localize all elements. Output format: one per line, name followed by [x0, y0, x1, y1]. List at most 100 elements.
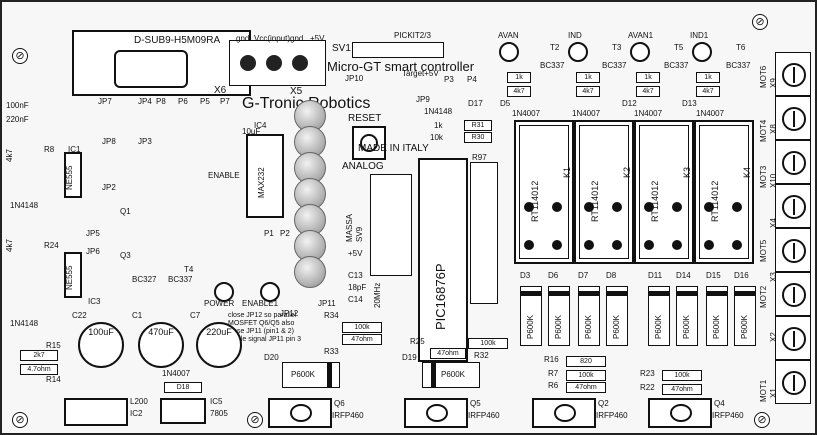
dsub-connector: D-SUB9-H5M09RA X6 [72, 30, 251, 96]
c22-cap: 100uF [78, 322, 124, 368]
terminal-8[interactable] [775, 360, 811, 404]
mosfet-q4 [648, 398, 712, 428]
analog-header [370, 174, 412, 276]
relay-k1-part: RT114012 [530, 180, 540, 222]
d17-label: D17 [468, 99, 483, 108]
p600k-3-label: P600K [584, 314, 593, 339]
bc337-4: BC337 [726, 61, 751, 70]
q2-part: IRFP460 [596, 411, 628, 420]
ne555-a-label: NE555 [65, 165, 74, 190]
d20-ref: D20 [264, 353, 279, 362]
q6-ref: Q6 [334, 399, 345, 408]
diode-top-3: 1N4007 [634, 109, 663, 118]
p600k-1-label: P600K [526, 314, 535, 339]
max232-label: MAX232 [257, 167, 266, 198]
massa-label: MASSA [345, 213, 354, 242]
jp4-label: JP4 [138, 97, 152, 106]
mount-hole-br: ⊘ [754, 412, 770, 428]
d9-part: 1N4148 [10, 319, 39, 328]
r24-4k7: 4k7 [5, 239, 14, 252]
sv1-header [352, 42, 444, 58]
cap18pf-label: 18pF [348, 283, 367, 292]
d18-ref: D18 [176, 384, 190, 391]
res-top-7: 1k [696, 72, 720, 83]
analog-label: ANALOG [342, 161, 384, 172]
terminal-1[interactable] [775, 52, 811, 96]
pic-mcu: PIC16876P [418, 158, 468, 362]
r15: 2k7 [20, 350, 58, 361]
p3-label: P3 [444, 75, 454, 84]
jp11-label: JP11 [318, 299, 336, 308]
r16: 820 [566, 356, 606, 367]
terminal-6[interactable] [775, 272, 811, 316]
board-title: Micro-GT smart controller [327, 59, 475, 74]
r31-ref: R31 [471, 122, 485, 129]
r6-val: 47ohm [575, 384, 597, 391]
terminal-x4: X4 [769, 218, 778, 228]
mosfet-q2 [532, 398, 596, 428]
led-7 [294, 256, 326, 288]
r24-ref: R24 [44, 241, 59, 250]
led-label-avan1: AVAN1 [628, 31, 654, 40]
led-label-ind1: IND1 [690, 31, 709, 40]
c13-label: C13 [348, 271, 363, 280]
res-top-6: 4k7 [636, 86, 660, 97]
r7-val: 100k [578, 372, 594, 379]
p600k-4: P600K [606, 286, 628, 346]
r16-val: 820 [580, 358, 592, 365]
terminal-4[interactable] [775, 184, 811, 228]
reset-button[interactable] [352, 126, 386, 160]
d1-part: 1N4148 [10, 201, 39, 210]
enable1-label: ENABLE1 [242, 299, 279, 308]
power-led [214, 282, 234, 302]
diode-top-2: 1N4007 [572, 109, 601, 118]
res-top-5: 1k [636, 72, 660, 83]
terminal-x2: X2 [769, 332, 778, 342]
r25: 47ohm [430, 348, 466, 359]
r25-ref: R25 [410, 337, 425, 346]
7805-part: 7805 [210, 409, 228, 418]
mount-hole-tl: ⊘ [12, 48, 28, 64]
jp3-label: JP3 [138, 137, 152, 146]
r30: R30 [464, 132, 492, 143]
relay-k3: RT114012 K3 [634, 120, 694, 264]
c22-ref: C22 [72, 311, 87, 320]
c14-label: C14 [348, 295, 363, 304]
p600k-5: P600K [648, 286, 670, 346]
d5-label: D5 [500, 99, 511, 108]
jp12-label: JP12 [280, 309, 299, 318]
terminal-2[interactable] [775, 96, 811, 140]
q4-part: IRFP460 [712, 411, 744, 420]
r23-val: 100k [674, 372, 690, 379]
r14-ref: R14 [46, 375, 61, 384]
r32-val: 100k [480, 340, 496, 347]
t5-label: T5 [674, 43, 684, 52]
bd-ref-8: D16 [734, 271, 749, 280]
terminal-5[interactable] [775, 228, 811, 272]
xtal-label: 20MHz [373, 282, 382, 308]
t3-label: T3 [612, 43, 622, 52]
p600k-6: P600K [676, 286, 698, 346]
relay-k2-name: K2 [622, 167, 632, 179]
q4-ref: Q4 [714, 399, 725, 408]
d13-label: D13 [682, 99, 697, 108]
r34-ref: R34 [324, 311, 339, 320]
pic-io-header [470, 162, 498, 304]
terminal-3[interactable] [775, 140, 811, 184]
terminal-x8: X8 [769, 124, 778, 134]
relay-k3-name: K3 [682, 167, 692, 179]
q3-label: Q3 [120, 251, 131, 260]
pic-label: PIC16876P [433, 263, 448, 331]
mount-hole-bl: ⊘ [12, 412, 28, 428]
r32: 100k [468, 338, 508, 349]
p600k-7-label: P600K [712, 314, 721, 339]
r31: R31 [464, 120, 492, 131]
relay-k3-part: RT114012 [650, 180, 660, 222]
p600k-8: P600K [734, 286, 756, 346]
terminal-7[interactable] [775, 316, 811, 360]
l200-ref: IC2 [130, 409, 143, 418]
bd-ref-2: D6 [548, 271, 559, 280]
enable1-led [260, 282, 280, 302]
r97-label: R97 [472, 153, 487, 162]
